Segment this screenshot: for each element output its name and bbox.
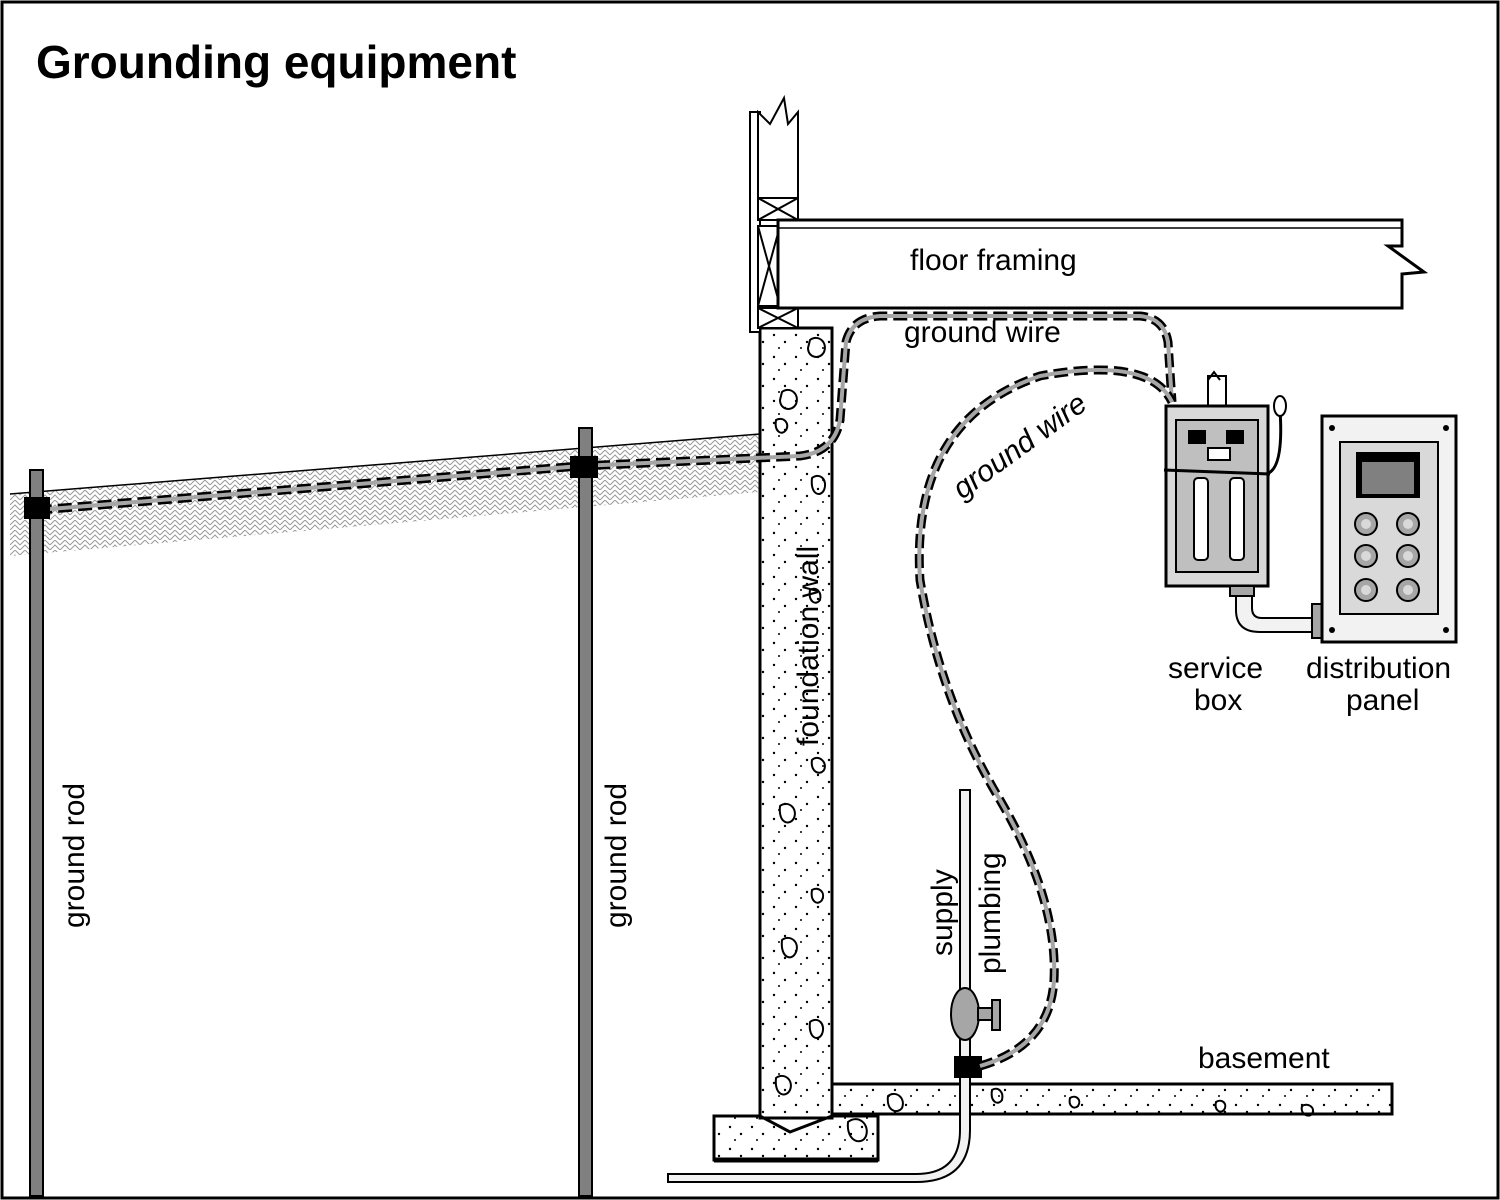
distribution-panel-label-1: distribution: [1306, 652, 1451, 685]
ground-rod-left-label: ground rod: [58, 783, 91, 928]
supply-label: supply: [926, 869, 959, 956]
left-rod-clamp: [24, 497, 50, 519]
plumbing-label: plumbing: [974, 852, 1007, 974]
floor-joist: [776, 218, 1429, 310]
valve-handle: [991, 999, 1001, 1031]
ground-rod-left: [29, 469, 44, 1197]
ground-rod-right: [578, 427, 593, 1197]
distribution-panel-label-2: panel: [1346, 684, 1419, 717]
grade-line: [9, 433, 761, 495]
ground-wire-plumbing: [914, 365, 1177, 1071]
rim-joist: [749, 111, 761, 333]
supply-pipe: [667, 789, 971, 1183]
ground-wire-rods: [37, 311, 1177, 515]
ground-rod-right-label: ground rod: [600, 783, 633, 928]
valve-body: [950, 987, 980, 1041]
right-rod-clamp: [570, 456, 598, 478]
basement-label: basement: [1198, 1042, 1330, 1075]
wall-aggregate: [774, 336, 826, 1096]
diagram-title: Grounding equipment: [36, 36, 516, 88]
service-box-label-1: service: [1168, 652, 1263, 685]
pipe-ground-clamp: [954, 1056, 982, 1078]
blocking: [757, 197, 799, 329]
distribution-panel: [1311, 414, 1458, 644]
service-box: [1163, 370, 1287, 597]
basement-slab: [830, 1082, 1394, 1116]
foundation-wall-label: foundation wall: [792, 546, 825, 746]
ground-wire-top-label: ground wire: [904, 316, 1061, 349]
service-box-label-2: box: [1194, 684, 1242, 717]
floor-framing-label: floor framing: [910, 244, 1077, 277]
